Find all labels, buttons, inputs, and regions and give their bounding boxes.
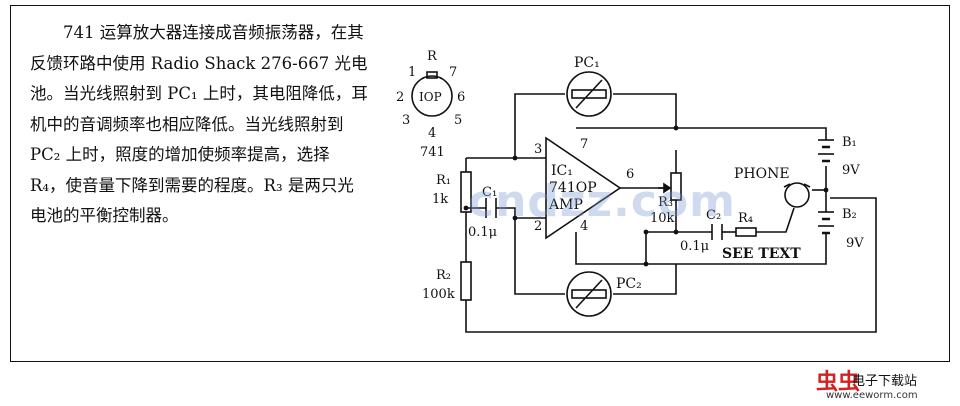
wire-pin4 (575, 232, 646, 265)
pc1-label: PC₁ (574, 55, 600, 71)
r3-label: R₃ (658, 195, 673, 210)
description-paragraph: 741 运算放大器连接成音频振荡器，在其反馈环路中使用 Radio Shack … (30, 23, 368, 225)
b1-label: B₁ (842, 135, 857, 150)
battery-b2: B₂ 9V (818, 190, 864, 251)
c1-value: 0.1μ (468, 225, 497, 240)
pinout-notch (426, 71, 438, 79)
pinout-pin-1: 1 (408, 65, 416, 80)
see-text-label: SEE TEXT (722, 246, 801, 262)
resistor-r2: R₂ 100k (422, 261, 472, 302)
pinout-pin-6: 6 (457, 90, 465, 105)
phone-earpiece: PHONE (734, 166, 811, 208)
wire-pc1-left (514, 93, 565, 158)
pinout-pin-5: 5 (454, 113, 462, 128)
resistor-r4: R₄ (735, 211, 757, 237)
photocell-pc1: PC₁ (566, 55, 612, 117)
wire-pin7-b1 (576, 127, 827, 140)
wire-pin4-b2 (645, 232, 827, 265)
resistor-r1: R₁ 1k (432, 171, 472, 213)
pin-3-label: 3 (534, 142, 542, 157)
pin-7-label: 7 (580, 137, 588, 152)
ic1-label: IC₁ (551, 163, 573, 179)
watermark-site-name: 电子下载站 (852, 374, 918, 389)
opamp-ic1: 3 2 7 6 4 IC₁ 741OP AMP (534, 136, 634, 240)
pinout-caption: 741 (420, 145, 445, 160)
pinout-pin-4: 4 (428, 126, 436, 141)
r4-label: R₄ (738, 211, 753, 226)
wires (465, 93, 877, 333)
b2-voltage: 9V (846, 236, 864, 251)
pinout-pin-2: 2 (396, 90, 404, 105)
figure-frame (10, 5, 950, 362)
pinout-body-text: IOP (419, 90, 442, 104)
watermark-url: www.eeworm.com (826, 390, 918, 401)
pin-2-label: 2 (534, 219, 542, 234)
description-text: 741 运算放大器连接成音频振荡器，在其反馈环路中使用 Radio Shack … (30, 18, 370, 232)
b2-label: B₂ (842, 207, 857, 222)
phone-label: PHONE (734, 166, 790, 182)
pinout-top-label: R (427, 49, 438, 64)
wire-pin2 (496, 207, 546, 219)
pinout-pin-7: 7 (449, 65, 457, 80)
pinout-diagram: R 1 7 2 6 3 5 4 IOP 741 (396, 49, 465, 160)
wire-r4-phone (756, 207, 795, 233)
pin-6-label: 6 (626, 167, 634, 182)
wire-bottom-return (465, 197, 877, 333)
wire-pc1-right (613, 93, 677, 128)
c2-label: C₂ (706, 208, 721, 223)
junction-dots (463, 125, 829, 267)
r2-value: 100k (422, 287, 455, 302)
r2-label: R₂ (436, 268, 451, 283)
capacitor-c1: C₁ 0.1μ (468, 185, 497, 240)
resistor-r3-pot: R₃ 10k (650, 172, 682, 226)
center-watermark: cndzz.com (468, 176, 736, 227)
capacitor-c2: C₂ 0.1μ (680, 208, 723, 254)
wire-pc2-right (613, 264, 677, 295)
ic1-amp-label: AMP (548, 197, 583, 213)
site-watermark: 虫虫 电子下载站 www.eeworm.com (802, 360, 960, 406)
pinout-body (411, 75, 453, 117)
c2-value: 0.1μ (680, 239, 709, 254)
watermark-logo: 虫虫 (816, 370, 861, 395)
pc2-label: PC₂ (616, 276, 642, 292)
r1-value: 1k (432, 192, 448, 207)
pinout-pin-3: 3 (402, 113, 410, 128)
r1-label: R₁ (436, 173, 451, 188)
wire-pc2-left (514, 218, 565, 295)
r3-value: 10k (650, 211, 675, 226)
c1-label: C₁ (482, 185, 497, 200)
pin-4-label: 4 (580, 219, 588, 234)
ic1-part-label: 741OP (549, 180, 597, 196)
battery-b1: B₁ 9V (818, 135, 860, 178)
photocell-pc2: PC₂ (566, 271, 642, 317)
b1-voltage: 9V (842, 163, 860, 178)
